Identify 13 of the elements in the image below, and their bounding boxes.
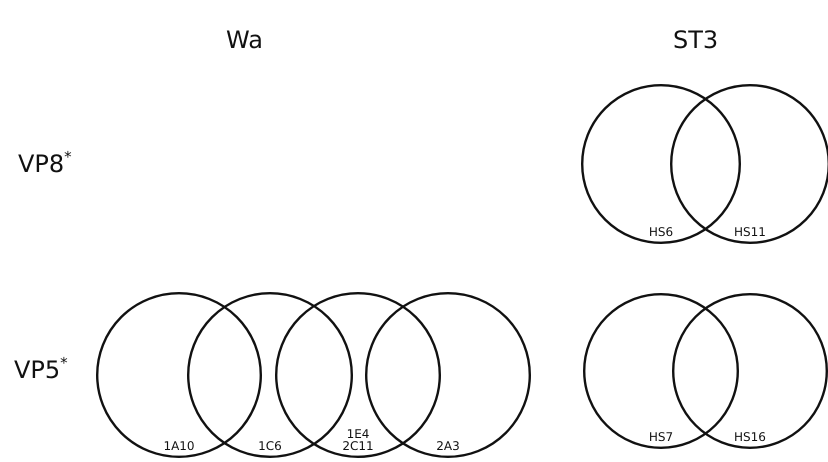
antibody-label: HS7 — [648, 431, 674, 443]
row-heading: VP5$^{*}$ — [14, 356, 68, 384]
antibody-label: HS11 — [733, 226, 767, 238]
overlap-circle — [672, 293, 828, 449]
antibody-label: 1A10 — [162, 440, 196, 452]
row-heading: VP8$^{*}$ — [18, 150, 72, 178]
antibody-label: HS6 — [648, 226, 674, 238]
column-heading: Wa — [226, 26, 263, 54]
antibody-label: 1C6 — [257, 440, 283, 452]
antibody-label: HS16 — [733, 431, 767, 443]
antibody-label: 1E4 2C11 — [341, 428, 375, 452]
column-heading: ST3 — [673, 26, 718, 54]
antibody-label: 2A3 — [435, 440, 461, 452]
